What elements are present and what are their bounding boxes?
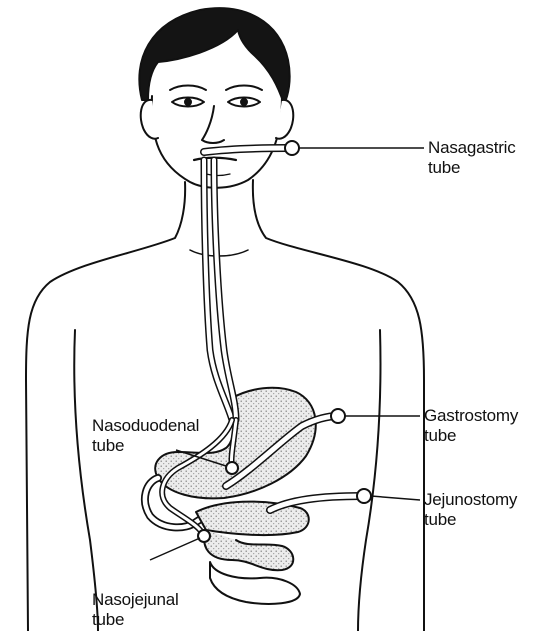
- label-nasagastric-tube: Nasagastric tube: [428, 138, 516, 178]
- label-nasoduodenal-tube: Nasoduodenal tube: [92, 416, 199, 456]
- label-gastrostomy-line1: Gastrostomy: [424, 406, 518, 426]
- label-gastrostomy-line2: tube: [424, 426, 518, 446]
- leader-jejunostomy: [371, 496, 420, 500]
- leader-lines: [150, 148, 424, 560]
- right-eyebrow: [226, 86, 262, 91]
- intestine-loop: [204, 530, 293, 570]
- left-pupil: [185, 99, 191, 105]
- label-nasojejunal-line2: tube: [92, 610, 179, 630]
- label-jejunostomy-tube: Jejunostomy tube: [424, 490, 517, 530]
- label-nasoduodenal-line2: tube: [92, 436, 199, 456]
- label-nasagastric-line1: Nasagastric: [428, 138, 516, 158]
- label-nasoduodenal-line1: Nasoduodenal: [92, 416, 199, 436]
- pancreas: [196, 502, 309, 535]
- label-nasojejunal-line1: Nasojejunal: [92, 590, 179, 610]
- label-jejunostomy-line2: tube: [424, 510, 517, 530]
- hair: [139, 8, 289, 104]
- label-nasojejunal-tube: Nasojejunal tube: [92, 590, 179, 630]
- gastrostomy-tube-end: [331, 409, 345, 423]
- nasagastric-tube-end: [285, 141, 299, 155]
- nasojejunal-tube-end: [198, 530, 210, 542]
- label-nasagastric-line2: tube: [428, 158, 516, 178]
- label-jejunostomy-line1: Jejunostomy: [424, 490, 517, 510]
- label-gastrostomy-tube: Gastrostomy tube: [424, 406, 518, 446]
- nasoduodenal-tube-end: [226, 462, 238, 474]
- left-eyebrow: [170, 86, 206, 91]
- right-pupil: [241, 99, 247, 105]
- jejunostomy-tube-end: [357, 489, 371, 503]
- leader-nasojejunal: [150, 538, 200, 560]
